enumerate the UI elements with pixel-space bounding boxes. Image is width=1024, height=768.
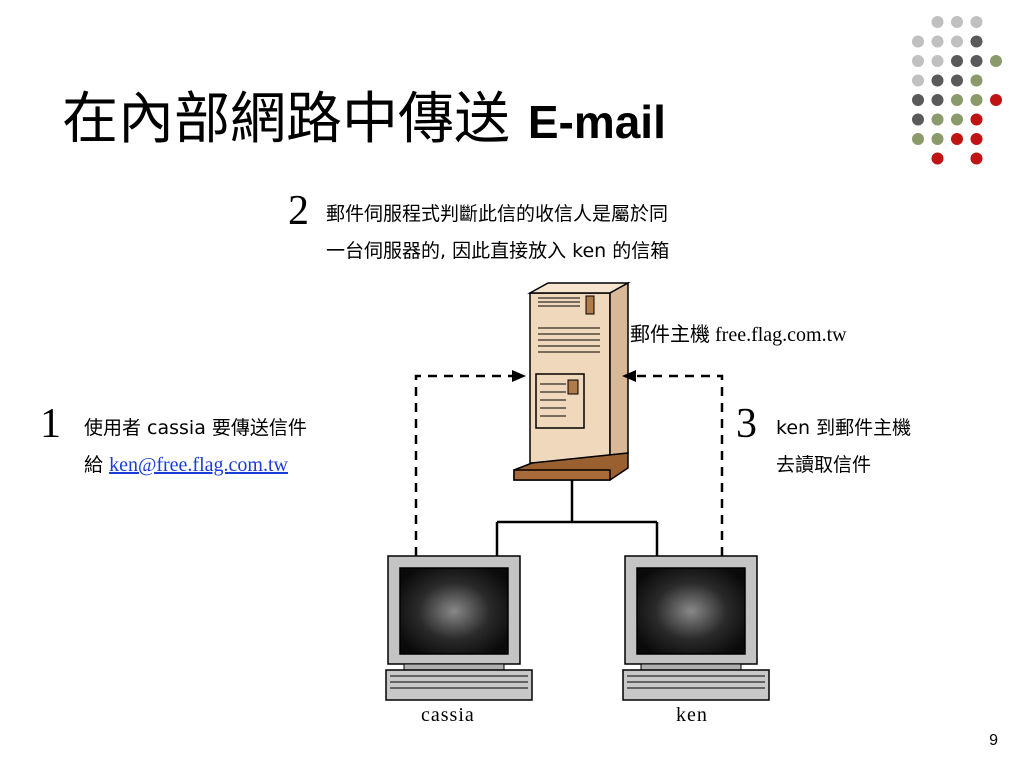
decorative-dot: [951, 74, 963, 87]
step-3-line-1: ken 到郵件主機: [776, 417, 912, 439]
decorative-dot: [912, 113, 924, 126]
decorative-dot: [951, 133, 963, 145]
decorative-dot: [912, 55, 924, 67]
step-2-line-1: 郵件伺服程式判斷此信的收信人是屬於同: [326, 203, 669, 225]
arrow-left-icon: [622, 370, 636, 382]
decorative-dot: [970, 74, 983, 87]
decorative-dot: [912, 35, 924, 48]
step-1-line-2: 給 ken@free.flag.com.tw: [84, 450, 288, 481]
decorative-dot: [990, 94, 1002, 106]
computer-label-ken: ken: [676, 704, 708, 726]
step-1-number: 1: [40, 401, 61, 447]
decorative-dot: [951, 35, 963, 48]
computer-cassia: [385, 555, 533, 701]
flow-right-dashed: [634, 374, 724, 556]
decorative-dot: [931, 133, 944, 145]
decorative-dot: [931, 74, 944, 87]
decorative-dot: [912, 74, 924, 87]
network-cabling: [495, 480, 659, 556]
decorative-dot: [912, 94, 924, 106]
step-2-number: 2: [288, 188, 309, 234]
decorative-dot: [990, 55, 1002, 67]
page-number: 9: [989, 732, 998, 749]
mail-server: [513, 281, 631, 481]
arrow-right-icon: [512, 370, 526, 382]
title-latin: E-mail: [527, 96, 666, 148]
decorative-dot: [931, 113, 944, 126]
decorative-dot: [970, 152, 983, 165]
step-3-line-2: 去讀取信件: [776, 454, 872, 476]
computer-label-cassia: cassia: [421, 704, 475, 726]
decorative-dot: [931, 55, 944, 67]
decorative-dot: [912, 133, 924, 145]
decorative-dot: [970, 94, 983, 106]
decorative-dot: [970, 55, 983, 67]
decorative-dot: [951, 94, 963, 106]
step-3-number: 3: [736, 401, 757, 447]
title-cjk: 在內部網路中傳送: [62, 87, 510, 152]
decorative-dot: [931, 152, 944, 165]
page-title: 在內部網路中傳送 E-mail: [62, 84, 666, 158]
decorative-dot: [970, 35, 983, 48]
computer-ken: [622, 555, 770, 701]
step-2-line-2: 一台伺服器的, 因此直接放入 ken 的信箱: [326, 240, 670, 262]
decorative-dot: [951, 55, 963, 67]
server-label: 郵件主機 free.flag.com.tw: [630, 324, 847, 346]
decorative-dot: [970, 133, 983, 145]
decorative-dot: [951, 16, 963, 28]
decorative-dot: [951, 113, 963, 126]
step-1-line-1: 使用者 cassia 要傳送信件: [84, 417, 307, 439]
decorative-dot: [970, 16, 983, 28]
step-1-line-2-prefix: 給: [84, 454, 104, 476]
decorative-dot: [970, 113, 983, 126]
email-link[interactable]: ken@free.flag.com.tw: [109, 454, 288, 476]
decorative-dot: [931, 94, 944, 106]
decorative-dot: [931, 35, 944, 48]
flow-left-dashed: [414, 374, 514, 556]
decorative-dot: [931, 16, 944, 28]
